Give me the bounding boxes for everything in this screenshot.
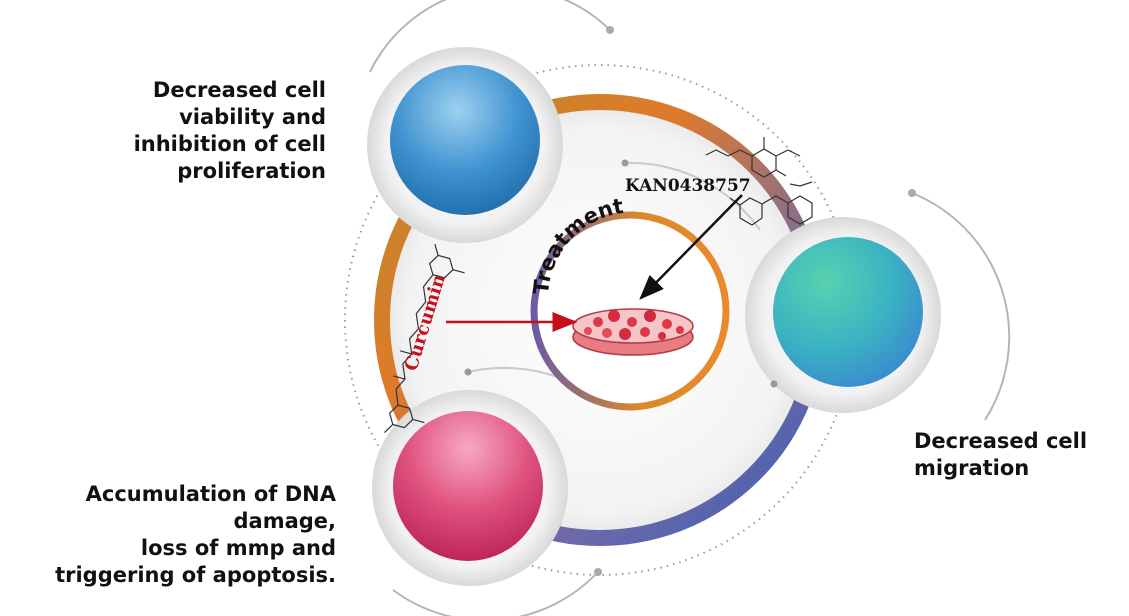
- pink-sphere: [393, 411, 543, 561]
- orbit-dot-top: [606, 26, 614, 34]
- outcome-label-viability: Decreased cell viability and inhibition …: [40, 77, 326, 185]
- outcome-line: triggering of apoptosis.: [55, 563, 336, 587]
- outcome-line: Decreased cell: [914, 429, 1088, 453]
- outcome-label-apoptosis: Accumulation of DNA damage, loss of mmp …: [0, 481, 336, 589]
- inner-dot-2: [464, 368, 472, 376]
- inner-arc-1: [624, 161, 761, 231]
- kan0438757-arrow: [639, 194, 743, 300]
- teal-sphere: [773, 237, 923, 387]
- orbit-dot-bottom: [594, 568, 602, 576]
- orbit-dot-right: [908, 189, 916, 197]
- inner-dot-1: [621, 159, 629, 167]
- orbit-arc-right: [911, 192, 1011, 421]
- blue-sphere: [390, 65, 540, 215]
- kan0438757-structure: [705, 137, 813, 226]
- orbit-arc-top: [369, 0, 611, 73]
- inner-arc-2: [467, 366, 561, 379]
- outcome-label-migration: Decreased cell migration: [914, 428, 1087, 482]
- outcome-line: damage,: [233, 509, 336, 533]
- outcome-line: Accumulation of DNA: [85, 482, 336, 506]
- curcumin-structure: [384, 244, 465, 433]
- outcome-line: viability and: [179, 105, 326, 129]
- petri-dish: [572, 308, 694, 356]
- outcome-line: Decreased cell: [152, 78, 326, 102]
- outcome-line: migration: [914, 456, 1030, 480]
- inner-dot-3: [770, 380, 778, 388]
- kan0438757-label: KAN0438757: [625, 176, 751, 196]
- outcome-line: inhibition of cell: [133, 132, 326, 156]
- outcome-line: proliferation: [177, 159, 326, 183]
- orbit-arc-bottom: [392, 571, 599, 616]
- outcome-line: loss of mmp and: [140, 536, 336, 560]
